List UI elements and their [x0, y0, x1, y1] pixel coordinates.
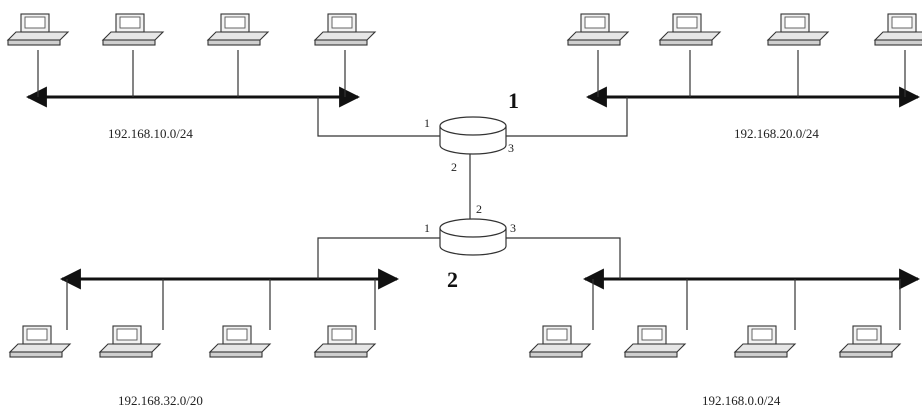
router-2 [439, 218, 507, 256]
router-1-label: 1 [508, 88, 519, 113]
host-links-top [37, 50, 906, 97]
router-1-port-1: 1 [424, 116, 430, 130]
computer-icon [838, 325, 902, 358]
hosts [6, 13, 922, 358]
computer-icon [766, 13, 830, 46]
router-1-port-2: 2 [451, 160, 457, 174]
router-icon [439, 218, 507, 256]
computer-icon [623, 325, 687, 358]
computer-icon [528, 325, 592, 358]
host-links-bottom [66, 279, 901, 330]
link-router1-net10 [317, 97, 440, 137]
computer-icon [733, 325, 797, 358]
network-label-0: 192.168.0.0/24 [702, 393, 781, 408]
computer-icon [566, 13, 630, 46]
router-1 [439, 116, 507, 155]
computer-icon [206, 13, 270, 46]
computer-icon [98, 325, 162, 358]
router-2-label: 2 [447, 267, 458, 292]
computer-icon [8, 325, 72, 358]
router-1-port-3: 3 [508, 141, 514, 155]
link-router1-net20 [506, 97, 628, 137]
network-label-10: 192.168.10.0/24 [108, 126, 193, 141]
network-label-20: 192.168.20.0/24 [734, 126, 819, 141]
computer-icon [313, 325, 377, 358]
computer-icon [313, 13, 377, 46]
network-label-32: 192.168.32.0/20 [118, 393, 203, 408]
computer-icon [6, 13, 70, 46]
link-router2-net0 [506, 237, 621, 279]
router-2-port-2: 2 [476, 202, 482, 216]
router-icon [439, 116, 507, 155]
computer-icon [658, 13, 722, 46]
link-router2-net32 [317, 237, 440, 279]
router-2-port-1: 1 [424, 221, 430, 235]
router-2-port-3: 3 [510, 221, 516, 235]
computer-icon [208, 325, 272, 358]
computer-icon [101, 13, 165, 46]
computer-icon [873, 13, 922, 46]
